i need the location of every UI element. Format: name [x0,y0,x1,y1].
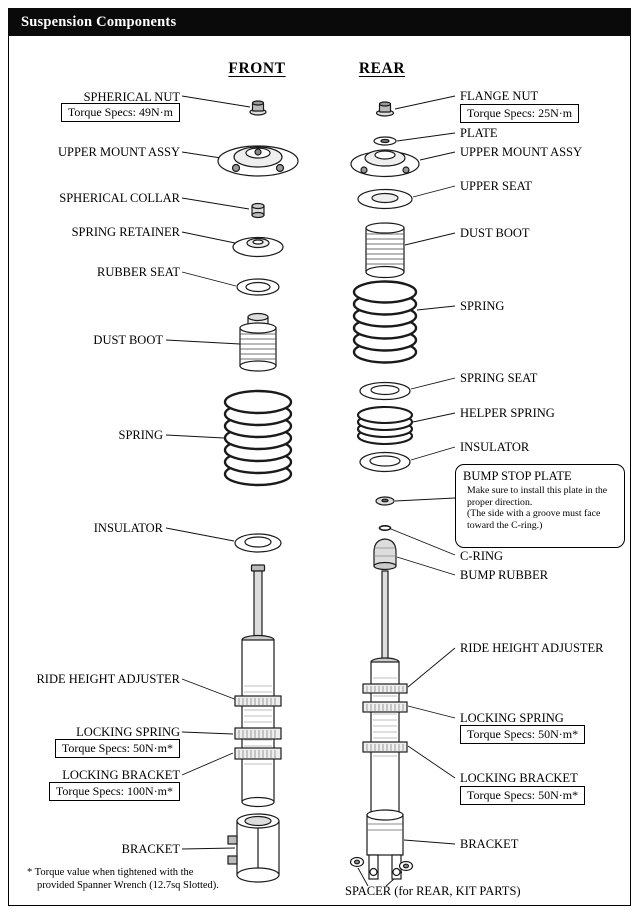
rear-upper-mount-drawing [350,149,420,178]
rear-bracket-drawing [366,809,404,880]
label-front-dust-boot: DUST BOOT [93,333,163,347]
torque-front-spherical-nut: Torque Specs: 49N·m [60,103,180,122]
label-rear-spring-seat: SPRING SEAT [460,371,538,385]
label-front-insulator: INSULATOR [93,521,163,535]
label-front-spring-retainer: SPRING RETAINER [71,225,180,239]
rear-assembly [349,101,420,880]
torque-front-locking-spring: Torque Specs: 50N·m* [54,739,180,758]
label-rear-helper-spring: HELPER SPRING [460,406,555,420]
rear-column-heading: REAR [358,60,406,77]
rear-damper-drawing [362,570,408,816]
label-rear-flange-nut: FLANGE NUT [460,89,539,103]
label-front-locking-bracket: LOCKING BRACKET [62,768,180,782]
rear-flange-nut-drawing [375,101,395,117]
label-rear-plate: PLATE [460,126,498,140]
label-front-ride-height-adjuster: RIDE HEIGHT ADJUSTER [36,672,180,686]
front-dust-boot-drawing [239,312,277,372]
torque-footnote: * Torque value when tightened with the p… [27,866,219,892]
rear-dust-boot-drawing [365,222,405,279]
rear-plate-drawing [373,136,397,146]
front-column-heading: FRONT [228,60,286,77]
rear-bump-stop-plate-drawing [375,496,395,506]
label-front-spherical-nut: SPHERICAL NUT [83,90,180,104]
note-title: BUMP STOP PLATE [463,469,572,483]
rear-spring-seat-drawing [359,381,411,401]
label-front-spherical-collar: SPHERICAL COLLAR [59,191,180,205]
rear-helper-spring-drawing [356,405,414,446]
front-spring-drawing [223,389,293,487]
label-front-spring: SPRING [118,428,163,442]
torque-front-locking-bracket: Torque Specs: 100N·m* [48,782,180,801]
torque-rear-locking-spring: Torque Specs: 50N·m* [460,725,586,744]
front-spherical-collar-drawing [251,202,265,219]
label-rear-upper-seat: UPPER SEAT [460,179,532,193]
note-body-2: (The side with a groove must face toward… [467,508,601,531]
rear-upper-seat-drawing [357,188,413,210]
note-body-1: Make sure to install this plate in the p… [467,485,608,508]
label-rear-bump-rubber: BUMP RUBBER [460,568,549,582]
front-upper-mount-drawing [217,145,299,177]
label-rear-dust-boot: DUST BOOT [460,226,530,240]
label-rear-spacer: SPACER (for REAR, KIT PARTS) [345,884,521,898]
rear-c-ring-drawing [378,524,392,531]
label-rear-c-ring: C-RING [460,549,504,563]
rear-spacer-drawing [349,856,414,872]
label-front-upper-mount: UPPER MOUNT ASSY [57,145,180,159]
rear-insulator-drawing [359,451,411,473]
label-rear-insulator: INSULATOR [460,440,530,454]
page-title: Suspension Components [8,8,631,36]
front-spherical-nut-drawing [249,100,267,116]
rear-spring-drawing [352,280,418,364]
footnote-line-1: * Torque value when tightened with the [27,867,194,878]
front-assembly [217,100,299,883]
front-bracket-drawing [227,813,280,883]
front-damper-drawing [234,564,282,808]
label-rear-upper-mount: UPPER MOUNT ASSY [460,145,583,159]
label-front-rubber-seat: RUBBER SEAT [96,265,180,279]
front-spring-retainer-drawing [232,236,284,258]
label-rear-locking-spring: LOCKING SPRING [460,711,564,725]
label-rear-bracket: BRACKET [460,837,519,851]
footnote-line-2: provided Spanner Wrench (12.7sq Slotted)… [37,880,219,892]
label-front-bracket: BRACKET [121,842,180,856]
label-rear-ride-height-adjuster: RIDE HEIGHT ADJUSTER [460,641,604,655]
torque-rear-flange-nut: Torque Specs: 25N·m [460,104,580,123]
bump-stop-plate-note: BUMP STOP PLATE Make sure to install thi… [455,464,625,548]
label-rear-spring: SPRING [460,299,505,313]
leader-lines [165,95,456,887]
front-rubber-seat-drawing [236,278,280,296]
front-insulator-drawing [234,533,282,553]
rear-bump-rubber-drawing [373,538,397,571]
label-rear-locking-bracket: LOCKING BRACKET [460,771,578,785]
torque-rear-locking-bracket: Torque Specs: 50N·m* [460,786,586,805]
label-front-locking-spring: LOCKING SPRING [76,725,180,739]
